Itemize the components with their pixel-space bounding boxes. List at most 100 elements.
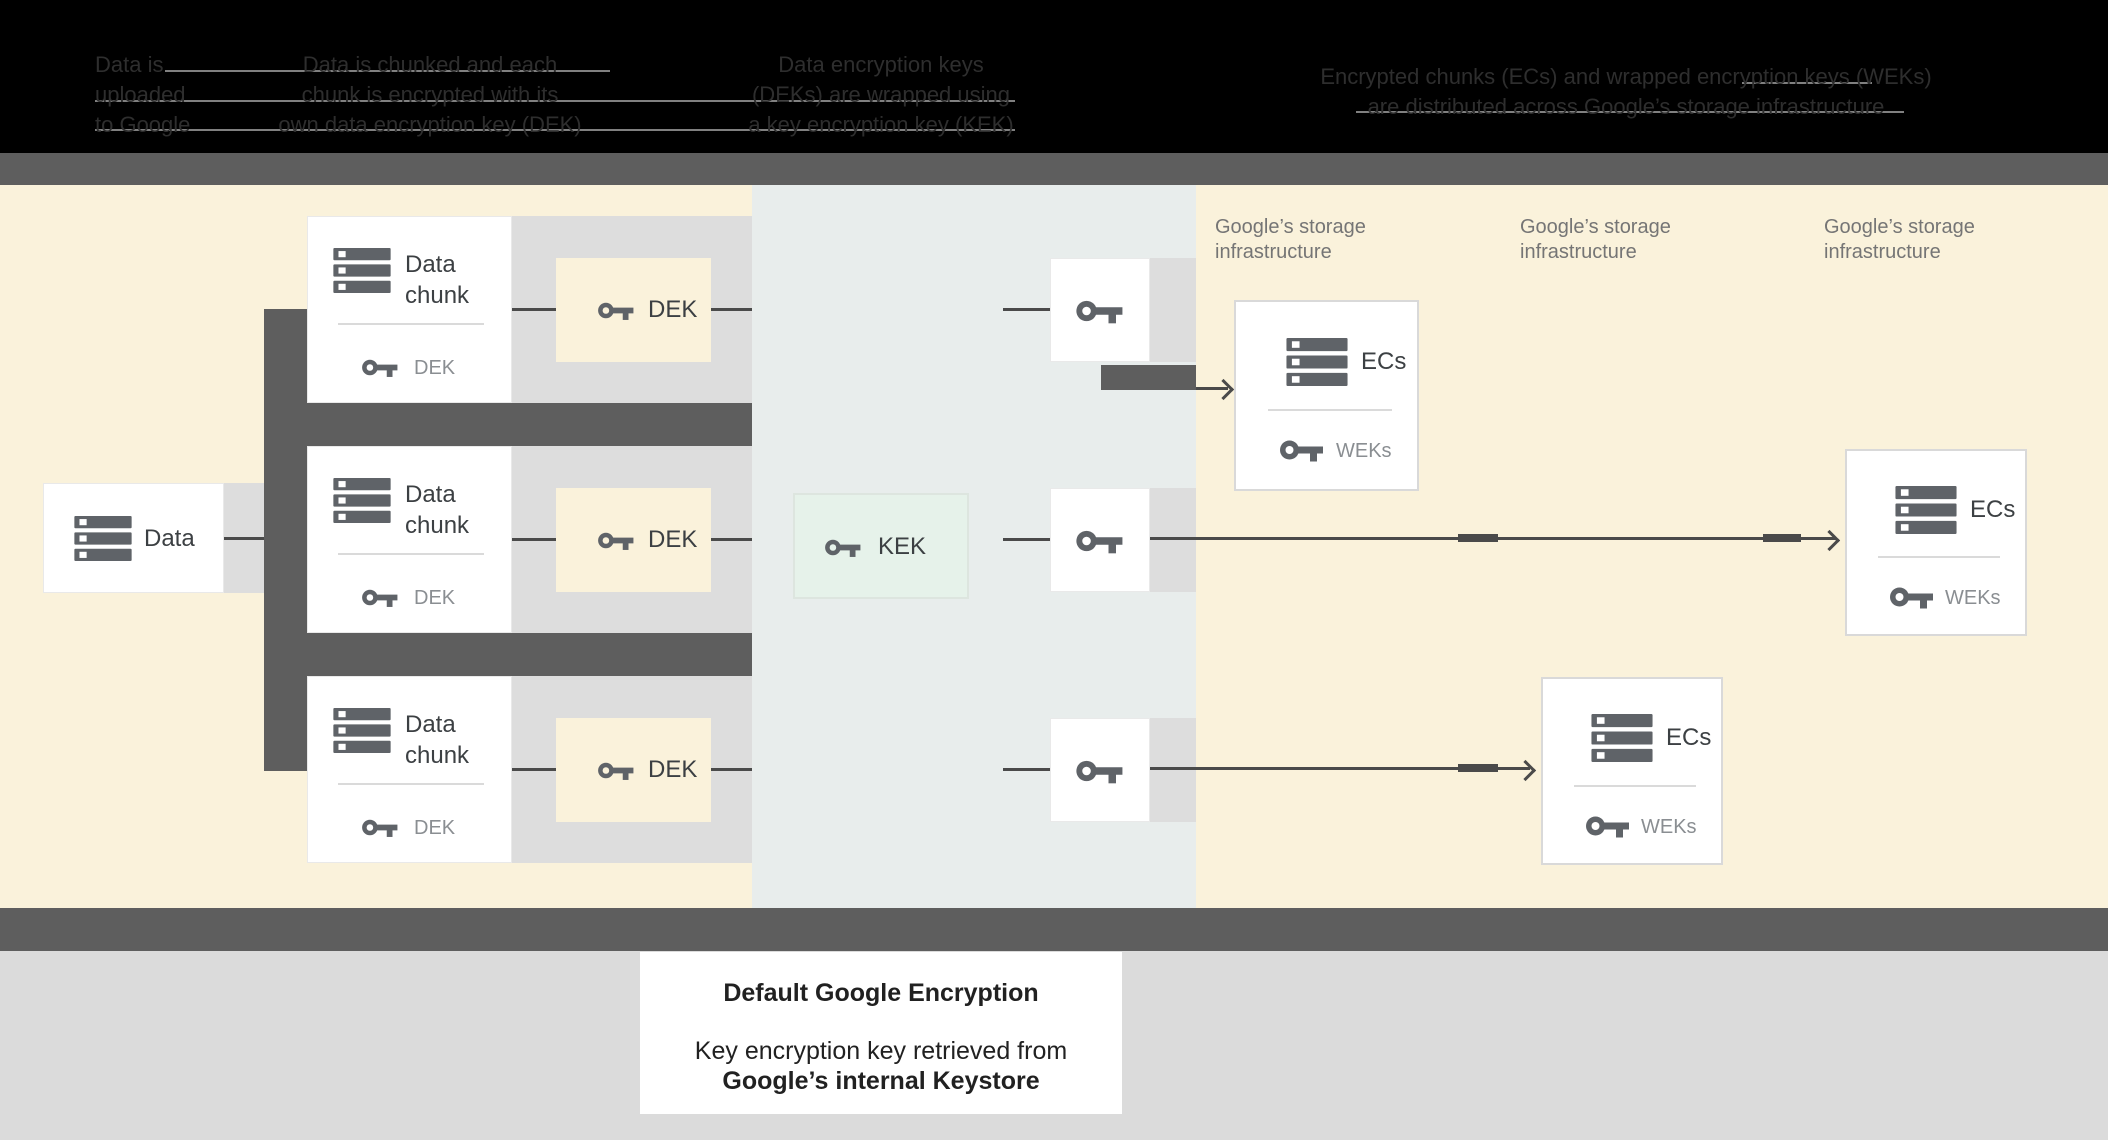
storage-label-line: infrastructure [1520, 241, 1637, 263]
key-icon [362, 586, 400, 609]
caption-box: Default Google Encryption Key encryption… [640, 952, 1122, 1114]
storage-label: Google’s storage infrastructure [1215, 215, 1435, 265]
storage-label-line: infrastructure [1215, 241, 1332, 263]
header-rule [1742, 82, 1872, 84]
chunk-label-line: chunk [405, 742, 470, 769]
flow-arrow-line [1196, 387, 1228, 390]
header-rule [95, 100, 1015, 102]
arrow-thick-segment [1458, 534, 1498, 542]
ec-divider [1878, 556, 2000, 558]
chunk-divider [338, 323, 484, 325]
dek-box-label: DEK [648, 526, 698, 553]
server-icon [1895, 486, 1957, 534]
step-line: a key encryption key (KEK) [748, 112, 1014, 137]
step-line: own data encryption key (DEK) [278, 112, 582, 137]
ec-box-label: ECs [1970, 496, 2016, 523]
server-icon [1286, 338, 1348, 386]
arrow-thick-segment [1763, 534, 1801, 542]
ec-box: ECs WEKs [1845, 449, 2027, 636]
wrapped-key-box [1050, 488, 1150, 592]
chunk-dek-label: DEK [414, 587, 456, 609]
step-line: Encrypted chunks (ECs) and wrapped encry… [1320, 64, 1932, 89]
kek-box-label: KEK [878, 533, 927, 560]
data-box-label: Data [144, 525, 195, 552]
key-icon [362, 356, 400, 379]
step-line: Data is [95, 52, 164, 77]
ec-divider [1574, 785, 1696, 787]
caption-body-line: Google’s internal Keystore [722, 1067, 1040, 1095]
connector-to-wrapped-key [1003, 538, 1052, 541]
server-icon [1591, 714, 1653, 762]
key-icon [1076, 296, 1126, 326]
key-backdrop [1150, 258, 1196, 362]
row-separator-bar [307, 403, 752, 446]
server-icon [333, 708, 391, 753]
chunk-box-label: Data chunk [405, 249, 469, 311]
wrapped-key-box [1050, 718, 1150, 822]
row-separator-bar [307, 633, 752, 676]
storage-label-line: Google’s storage [1824, 216, 1975, 238]
key-icon [825, 536, 863, 559]
header-rule [95, 129, 1015, 131]
connector-dek-out [711, 538, 752, 541]
server-icon [333, 478, 391, 523]
distribution-bar [1101, 365, 1196, 390]
step-line: are distributed across Google’s storage … [1367, 94, 1885, 119]
step-text-chunking: Data is chunked and each chunk is encryp… [255, 50, 605, 140]
connector-chunk-to-dek [512, 768, 556, 771]
chunk-label-line: Data [405, 251, 456, 278]
server-icon [74, 516, 132, 561]
dek-box: DEK [556, 488, 711, 592]
chunk-label-line: chunk [405, 282, 470, 309]
key-icon [598, 299, 636, 322]
connector-dek-out [711, 768, 752, 771]
ec-box-label: ECs [1361, 348, 1407, 375]
arrow-thick-segment [1458, 764, 1498, 772]
step-line: uploaded [95, 82, 186, 107]
connector-data-to-fanout [224, 537, 264, 540]
ec-box: ECs WEKs [1541, 677, 1723, 865]
fanout-vertical-bar [264, 309, 307, 771]
key-icon [1076, 756, 1126, 786]
step-text-distribution: Encrypted chunks (ECs) and wrapped encry… [1306, 62, 1946, 122]
step-text-wrapping: Data encryption keys (DEKs) are wrapped … [731, 50, 1031, 140]
chunk-divider [338, 553, 484, 555]
chunk-dek-label: DEK [414, 817, 456, 839]
chunk-box-label: Data chunk [405, 709, 469, 771]
chunk-label-line: chunk [405, 512, 470, 539]
storage-label-line: Google’s storage [1520, 216, 1671, 238]
storage-label: Google’s storage infrastructure [1520, 215, 1740, 265]
key-backdrop [1150, 718, 1196, 822]
chunk-divider [338, 783, 484, 785]
connector-to-wrapped-key [1003, 768, 1052, 771]
data-chunk-box: Data chunk DEK [307, 676, 512, 863]
connector-chunk-to-dek [512, 308, 556, 311]
data-box: Data [43, 483, 224, 593]
dek-box: DEK [556, 718, 711, 822]
storage-label-line: infrastructure [1824, 241, 1941, 263]
ec-box-label: ECs [1666, 724, 1712, 751]
chunk-dek-label: DEK [414, 357, 456, 379]
step-line: Data encryption keys [778, 52, 984, 77]
footer-band: Default Google Encryption Key encryption… [0, 951, 2108, 1140]
dek-box: DEK [556, 258, 711, 362]
flow-arrow-line [1150, 767, 1530, 770]
step-line: (DEKs) are wrapped using [751, 82, 1010, 107]
storage-label-line: Google’s storage [1215, 216, 1366, 238]
ec-weks-label: WEKs [1945, 587, 2001, 609]
key-icon [1586, 812, 1632, 840]
dek-box-label: DEK [648, 756, 698, 783]
key-icon [362, 816, 400, 839]
connector-to-wrapped-key [1003, 308, 1052, 311]
ec-weks-label: WEKs [1641, 816, 1697, 838]
key-icon [1890, 583, 1936, 611]
bottom-divider-bar [0, 908, 2108, 951]
key-icon [598, 759, 636, 782]
chunk-box-label: Data chunk [405, 479, 469, 541]
step-line: Data is chunked and each [302, 52, 558, 77]
chunk-label-line: Data [405, 481, 456, 508]
data-chunk-box: Data chunk DEK [307, 216, 512, 403]
connector-chunk-to-dek [512, 538, 556, 541]
wrapped-key-box [1050, 258, 1150, 362]
